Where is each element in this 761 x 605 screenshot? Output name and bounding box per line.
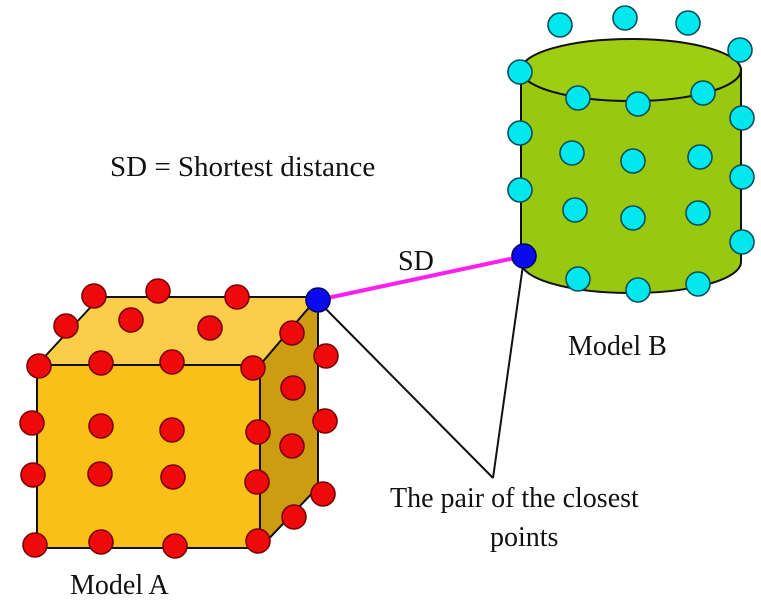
model-a-point (118, 307, 144, 333)
model-b-point (625, 277, 651, 303)
closest-points-label-line1: The pair of the closest (390, 483, 639, 514)
model-a-point (159, 417, 185, 443)
model-a-label: Model A (70, 570, 170, 601)
model-a-point (279, 320, 305, 346)
model-a-point (280, 375, 306, 401)
model-a-point (26, 353, 52, 379)
model-b-point (559, 140, 585, 166)
cube-front-face (36, 364, 261, 549)
pointer-line-b (492, 257, 525, 479)
model-a-point (159, 349, 185, 375)
model-a-point (20, 462, 46, 488)
closest-point-b (511, 243, 537, 269)
model-a-point (197, 315, 223, 341)
model-a-point (312, 408, 338, 434)
model-a-point (22, 532, 48, 558)
model-a-point (279, 433, 305, 459)
closest-points-label-line2: points (490, 522, 558, 553)
model-b-point (507, 177, 533, 203)
model-a-point (313, 343, 339, 369)
model-a-point (281, 504, 307, 530)
model-b-point (685, 271, 711, 297)
model-b-point (729, 164, 755, 190)
model-a-point (87, 461, 113, 487)
sd-label: SD (398, 246, 434, 277)
model-b-point (565, 85, 591, 111)
model-b-point (620, 205, 646, 231)
definition-label: SD = Shortest distance (110, 151, 375, 183)
model-b-point (620, 148, 646, 174)
model-b-point (690, 80, 716, 106)
model-a-point (244, 469, 270, 495)
model-a-point (240, 355, 266, 381)
model-b-point (507, 59, 533, 85)
model-a-point (19, 410, 45, 436)
model-a-point (53, 313, 79, 339)
model-b-point (612, 5, 638, 31)
model-b-point (565, 266, 591, 292)
closest-point-a (305, 287, 331, 313)
model-b-point (727, 37, 753, 63)
model-a-point (245, 419, 271, 445)
model-a-point (88, 529, 114, 555)
model-b-label: Model B (568, 331, 667, 362)
model-a-point (160, 464, 186, 490)
model-b-point (625, 91, 651, 117)
model-b-point (562, 197, 588, 223)
model-a-point (81, 283, 107, 309)
model-b-point (547, 12, 573, 38)
model-a-point (162, 533, 188, 559)
model-b-point (729, 229, 755, 255)
model-a-point (245, 528, 271, 554)
model-b-point (687, 144, 713, 170)
model-a-point (88, 413, 114, 439)
model-a-points (19, 278, 339, 559)
model-b-point (507, 120, 533, 146)
model-a-point (224, 284, 250, 310)
model-a-point (88, 350, 114, 376)
model-b-point (685, 200, 711, 226)
model-b-point (729, 105, 755, 131)
model-a-point (310, 481, 336, 507)
shortest-distance-line (317, 254, 525, 302)
pointer-line-a (319, 302, 494, 479)
model-b-points (507, 5, 755, 303)
model-a-point (145, 278, 171, 304)
model-b-point (675, 10, 701, 36)
